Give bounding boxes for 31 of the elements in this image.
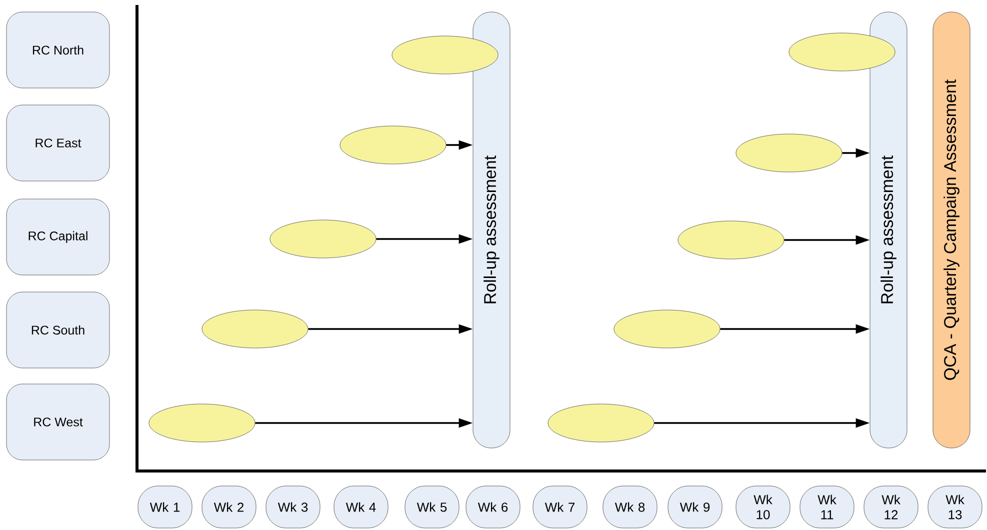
activity-ellipse xyxy=(392,36,498,74)
week-box: Wk 5 xyxy=(404,486,460,528)
activity-ellipse xyxy=(736,134,842,172)
week-box: Wk 10 xyxy=(736,486,790,528)
week-box: Wk 11 xyxy=(800,486,854,528)
activity-ellipse xyxy=(270,220,376,258)
assessment-bar: QCA - Quarterly Campaign Assessment xyxy=(932,12,970,448)
region-box: RC Capital xyxy=(6,198,110,276)
week-box: Wk 3 xyxy=(266,486,320,528)
activity-ellipse xyxy=(678,220,784,260)
assessment-bar: Roll-up assessment xyxy=(472,12,510,448)
week-box: Wk 6 xyxy=(466,486,520,528)
week-box: Wk 1 xyxy=(138,486,192,528)
week-box: Wk 7 xyxy=(532,486,588,528)
week-box: Wk 9 xyxy=(668,486,722,528)
week-box: Wk 12 xyxy=(864,486,918,528)
region-box: RC South xyxy=(6,292,110,368)
activity-ellipse xyxy=(148,404,256,442)
activity-ellipse xyxy=(788,32,896,72)
week-box: Wk 4 xyxy=(334,486,388,528)
activity-ellipse xyxy=(614,310,720,348)
activity-ellipse xyxy=(548,404,654,442)
activity-ellipse xyxy=(340,126,446,164)
week-box: Wk 2 xyxy=(202,486,256,528)
week-box: Wk 13 xyxy=(928,486,982,528)
week-box: Wk 8 xyxy=(602,486,658,528)
region-box: RC East xyxy=(6,104,110,182)
activity-ellipse xyxy=(202,310,308,348)
assessment-bar: Roll-up assessment xyxy=(870,12,908,448)
region-box: RC West xyxy=(6,384,110,460)
region-box: RC North xyxy=(6,12,110,88)
